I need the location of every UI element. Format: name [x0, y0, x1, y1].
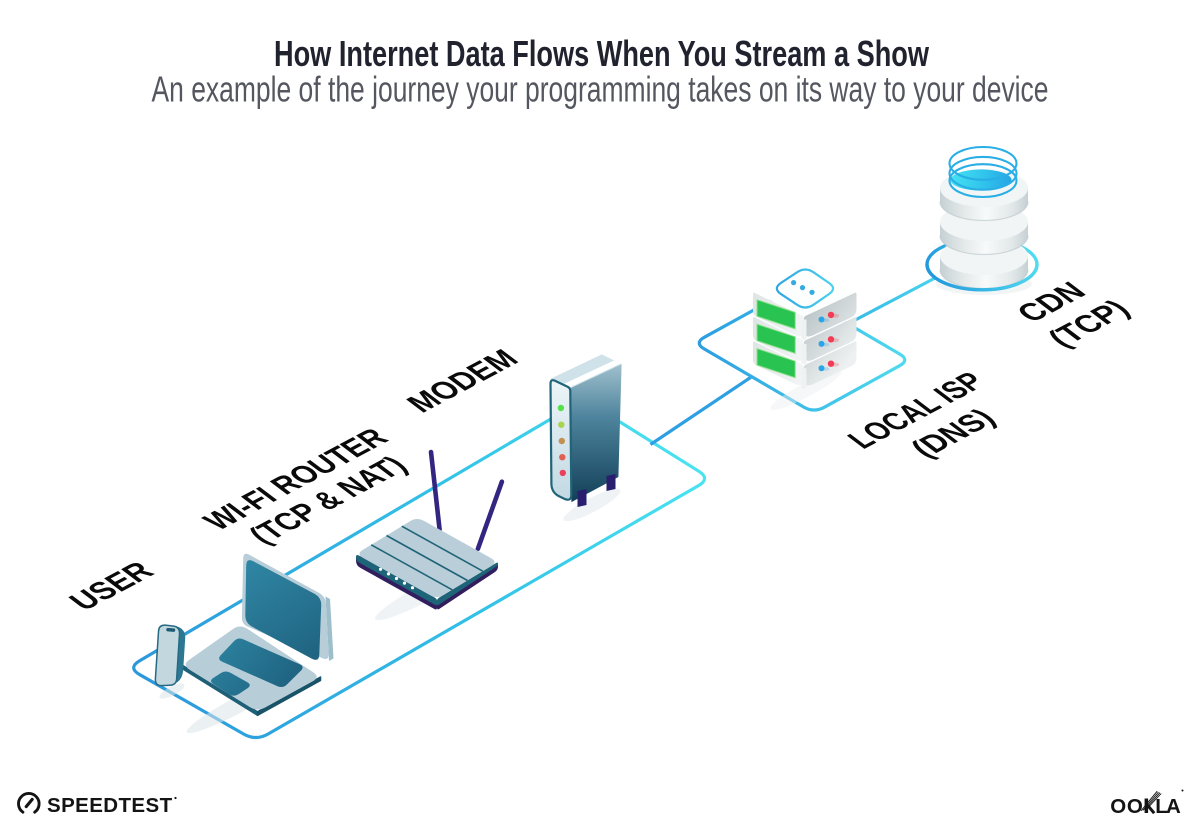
- svg-text:USER: USER: [62, 557, 162, 616]
- svg-text:OO: OO: [1110, 795, 1143, 818]
- svg-text:A: A: [1166, 795, 1181, 818]
- svg-text:SPEEDTEST: SPEEDTEST: [47, 794, 173, 817]
- svg-text:MODEM: MODEM: [399, 344, 526, 418]
- svg-text:An example of the journey your: An example of the journey your programmi…: [152, 69, 1049, 110]
- svg-text:How Internet Data Flows When Y: How Internet Data Flows When You Stream …: [274, 33, 929, 74]
- svg-text:L: L: [1155, 795, 1168, 818]
